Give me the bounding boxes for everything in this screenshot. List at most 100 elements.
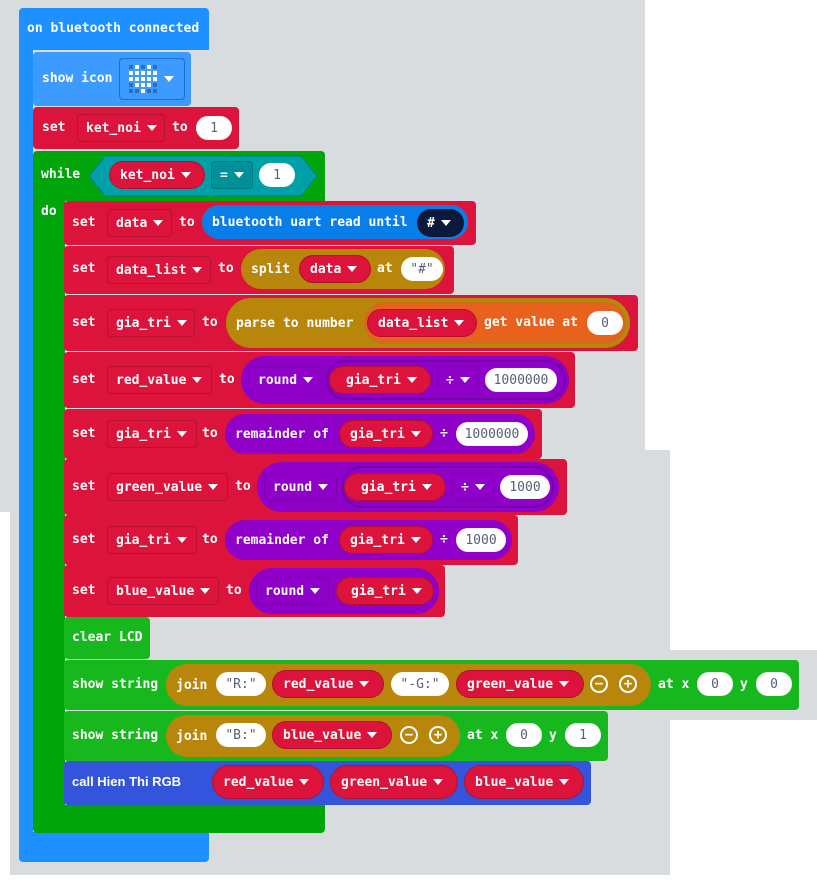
plus-circle-icon[interactable]: + [429, 726, 447, 744]
chevron-down-icon [146, 125, 157, 131]
variable-dropdown-gia-tri[interactable]: gia_tri [107, 420, 197, 448]
at-x-label: at x [658, 677, 690, 692]
clear-lcd-block[interactable] [64, 617, 150, 659]
delimiter-dropdown[interactable]: # [417, 209, 464, 237]
argument-green-value[interactable]: green_value [330, 765, 458, 799]
variable-ket-noi[interactable]: ket_noi [109, 161, 205, 189]
operator-dropdown[interactable]: = [211, 161, 253, 189]
chevron-down-icon [559, 681, 570, 687]
event-block-footer [19, 832, 209, 862]
set-label: set [72, 532, 96, 547]
divisor-input[interactable]: 1000000 [485, 368, 557, 392]
chevron-down-icon [421, 484, 432, 490]
argument-red-value[interactable]: red_value [212, 765, 324, 799]
operator-dropdown[interactable]: ÷ [437, 366, 479, 394]
to-label: to [219, 372, 235, 387]
value-input[interactable]: 1 [196, 116, 232, 140]
variable-dropdown-data-list[interactable]: data_list [107, 256, 211, 284]
chevron-down-icon [164, 76, 174, 82]
variable-gia-tri[interactable]: gia_tri [336, 577, 434, 605]
to-label: to [218, 261, 234, 276]
y-label: y [740, 677, 748, 692]
argument-blue-value[interactable]: blue_value [464, 765, 584, 799]
index-input[interactable]: 0 [587, 311, 623, 335]
divisor-input[interactable]: 1000000 [456, 422, 528, 446]
variable-dropdown-green-value[interactable]: green_value [107, 473, 228, 501]
show-string-label: show string [72, 677, 159, 692]
minus-circle-icon[interactable]: − [400, 726, 418, 744]
variable-dropdown-red-value[interactable]: red_value [107, 366, 212, 394]
round-function-dropdown[interactable]: round [256, 577, 329, 605]
chevron-down-icon [411, 588, 422, 594]
variable-gia-tri[interactable]: gia_tri [344, 473, 446, 501]
minus-circle-icon[interactable]: − [590, 675, 608, 693]
string-input[interactable]: "B:" [216, 723, 266, 747]
plus-circle-icon[interactable]: + [619, 675, 637, 693]
chevron-down-icon [359, 681, 370, 687]
set-label: set [72, 315, 96, 330]
icon-picker[interactable] [119, 58, 185, 100]
variable-dropdown-gia-tri[interactable]: gia_tri [107, 526, 197, 554]
variable-dropdown-gia-tri[interactable]: gia_tri [107, 309, 195, 337]
chevron-down-icon [303, 377, 314, 383]
chevron-down-icon [410, 537, 421, 543]
variable-gia-tri[interactable]: gia_tri [339, 420, 433, 448]
round-function-dropdown[interactable]: round [249, 366, 322, 394]
variable-gia-tri[interactable]: gia_tri [329, 366, 431, 394]
set-label: set [72, 261, 96, 276]
chevron-down-icon [474, 484, 485, 490]
variable-red-value[interactable]: red_value [272, 670, 384, 698]
string-input[interactable]: "R:" [216, 672, 266, 696]
divisor-input[interactable]: 1000 [500, 475, 550, 499]
show-icon-label: show icon [42, 71, 113, 86]
variable-data-list[interactable]: data_list [367, 309, 477, 337]
to-label: to [226, 583, 242, 598]
chevron-down-icon [192, 377, 203, 383]
operator-dropdown[interactable]: ÷ [452, 473, 494, 501]
variable-green-value[interactable]: green_value [456, 670, 584, 698]
call-function-label: call Hien Thi RGB [72, 774, 182, 789]
y-label: y [549, 728, 557, 743]
while-block-footer [33, 805, 325, 833]
variable-dropdown-data[interactable]: data [107, 209, 172, 237]
variable-dropdown-blue-value[interactable]: blue_value [107, 577, 219, 605]
variable-blue-value[interactable]: blue_value [272, 721, 392, 749]
x-input[interactable]: 0 [697, 672, 733, 696]
while-label: while [41, 167, 81, 182]
variable-dropdown-ket-noi[interactable]: ket_noi [77, 114, 165, 142]
event-block-spine [19, 48, 33, 838]
to-label: to [202, 315, 218, 330]
chevron-down-icon [200, 588, 211, 594]
chevron-down-icon [299, 779, 310, 785]
at-label: at [377, 261, 393, 276]
round-function-dropdown[interactable]: round [264, 473, 337, 501]
y-input[interactable]: 1 [565, 723, 601, 747]
chevron-down-icon [559, 779, 570, 785]
divisor-input[interactable]: 1000 [456, 528, 506, 552]
chevron-down-icon [233, 172, 244, 178]
chevron-down-icon [433, 779, 444, 785]
variable-gia-tri[interactable]: gia_tri [339, 526, 433, 554]
do-label: do [41, 204, 57, 219]
x-input[interactable]: 0 [506, 723, 542, 747]
chevron-down-icon [176, 537, 187, 543]
set-label: set [72, 583, 96, 598]
to-label: to [172, 120, 188, 135]
chevron-down-icon [310, 588, 321, 594]
at-x-label: at x [467, 728, 499, 743]
variable-data[interactable]: data [299, 255, 371, 283]
string-input[interactable]: "-G:" [391, 672, 449, 696]
y-input[interactable]: 0 [756, 672, 792, 696]
on-bluetooth-connected-block[interactable] [19, 8, 209, 50]
set-label: set [72, 372, 96, 387]
chevron-down-icon [176, 431, 187, 437]
chevron-down-icon [347, 266, 358, 272]
delimiter-string-input[interactable]: "#" [401, 257, 443, 281]
to-label: to [202, 426, 218, 441]
compare-value-input[interactable]: 1 [259, 163, 295, 187]
chevron-down-icon [367, 732, 378, 738]
chevron-down-icon [440, 220, 451, 226]
chevron-down-icon [318, 484, 329, 490]
chevron-down-icon [153, 220, 164, 226]
to-label: to [179, 215, 195, 230]
